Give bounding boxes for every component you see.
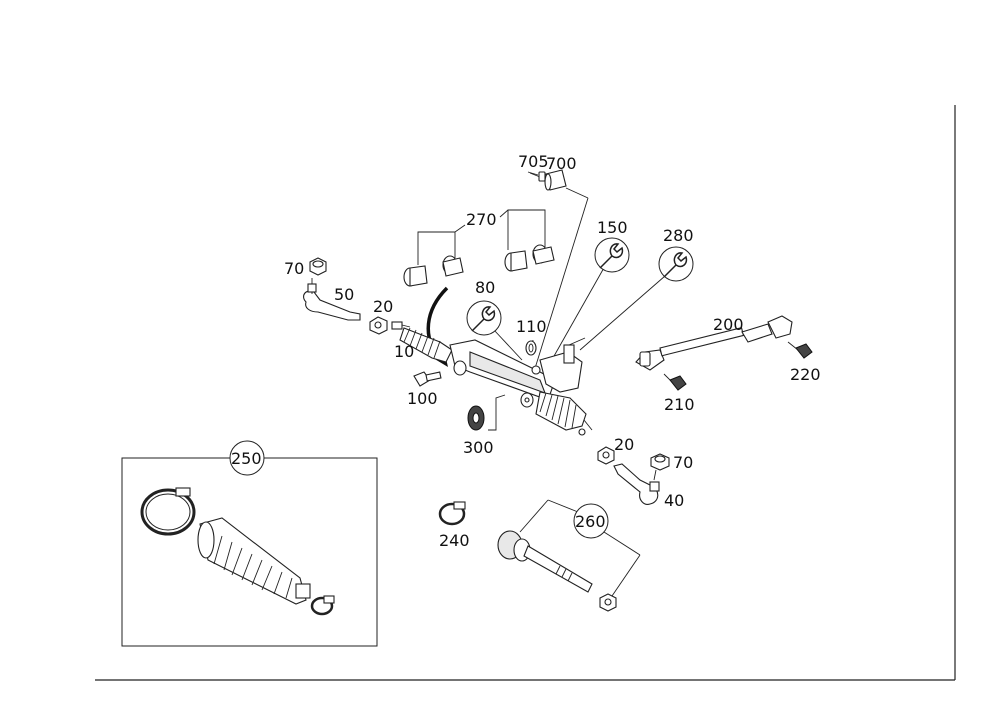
part-10-fitting	[391, 321, 411, 330]
label-210: 210	[664, 395, 695, 414]
label-705: 705	[518, 152, 549, 171]
wrench-callout-280	[658, 246, 694, 282]
label-270: 270	[466, 210, 497, 229]
label-20-right: 20	[614, 435, 634, 454]
part-260-inner-tie-rod	[497, 530, 617, 612]
label-70-top: 70	[284, 259, 304, 278]
part-210-bolt	[663, 373, 687, 391]
part-100-bolt	[413, 371, 442, 387]
label-240: 240	[439, 531, 470, 550]
part-270-bushings	[403, 244, 555, 287]
label-70-right: 70	[673, 453, 693, 472]
part-250-bellows	[197, 517, 311, 605]
part-220-bolt	[787, 341, 813, 359]
part-250-large-clamp	[140, 487, 196, 536]
part-300-seal-ring	[467, 405, 485, 431]
part-70-nut-top	[309, 257, 327, 276]
label-220: 220	[790, 365, 821, 384]
part-20-nut-left	[369, 316, 388, 335]
part-steering-gear-housing	[399, 327, 593, 436]
label-50: 50	[334, 285, 354, 304]
inset-box-250	[121, 440, 378, 647]
part-40-tie-rod-end	[613, 463, 660, 505]
part-250-small-clamp	[310, 595, 335, 616]
part-50-tie-rod-end	[303, 278, 361, 321]
label-700: 700	[546, 154, 577, 173]
part-705-pin	[529, 171, 546, 182]
part-200-steering-shaft	[635, 315, 793, 371]
callout-circle-260	[573, 503, 609, 539]
part-70-nut-right	[650, 453, 670, 471]
wrench-callout-150	[594, 237, 630, 273]
label-110: 110	[516, 317, 547, 336]
part-240-clamp	[438, 501, 466, 526]
label-40: 40	[664, 491, 684, 510]
label-10: 10	[394, 342, 414, 361]
label-20-left: 20	[373, 297, 393, 316]
wrench-callout-80	[466, 300, 502, 336]
part-labels: 705 700 270 150 280 70 50 20 80 110 10 1…	[231, 152, 821, 550]
label-80: 80	[475, 278, 495, 297]
label-280: 280	[663, 226, 694, 245]
part-20-nut-right	[597, 446, 615, 465]
label-200: 200	[713, 315, 744, 334]
label-150: 150	[597, 218, 628, 237]
part-700-bushing	[544, 169, 567, 191]
part-110-seal	[525, 340, 537, 356]
label-100: 100	[407, 389, 438, 408]
label-260: 260	[575, 512, 606, 531]
label-250: 250	[231, 449, 262, 468]
label-300: 300	[463, 438, 494, 457]
